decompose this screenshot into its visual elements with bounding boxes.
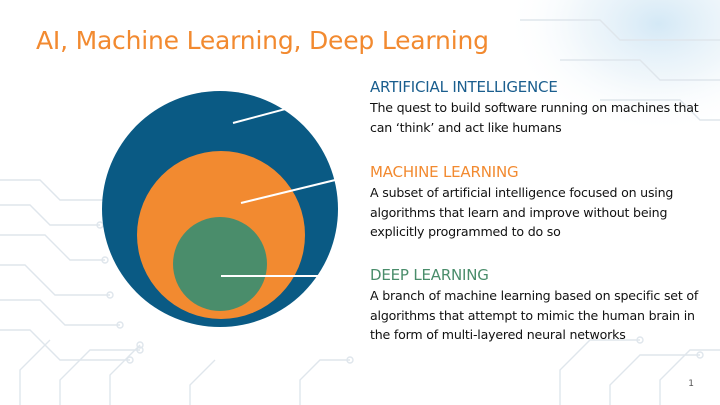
slide-title: AI, Machine Learning, Deep Learning [36,26,489,55]
ai-description: The quest to build software running on m… [370,100,699,135]
ml-text-block: MACHINE LEARNING A subset of artificial … [370,163,705,242]
ml-heading: MACHINE LEARNING [370,163,519,181]
ml-connector-line [240,171,369,204]
ai-text-block: ARTIFICIAL INTELLIGENCE The quest to bui… [370,78,705,137]
ml-description: A subset of artificial intelligence focu… [370,185,674,239]
ai-heading: ARTIFICIAL INTELLIGENCE [370,78,558,96]
dl-description: A branch of machine learning based on sp… [370,288,699,342]
dl-circle [173,217,267,311]
dl-text-block: DEEP LEARNING A branch of machine learni… [370,266,705,345]
slide-number: 1 [688,379,694,389]
ai-connector-line [232,86,369,124]
dl-heading: DEEP LEARNING [370,266,489,284]
